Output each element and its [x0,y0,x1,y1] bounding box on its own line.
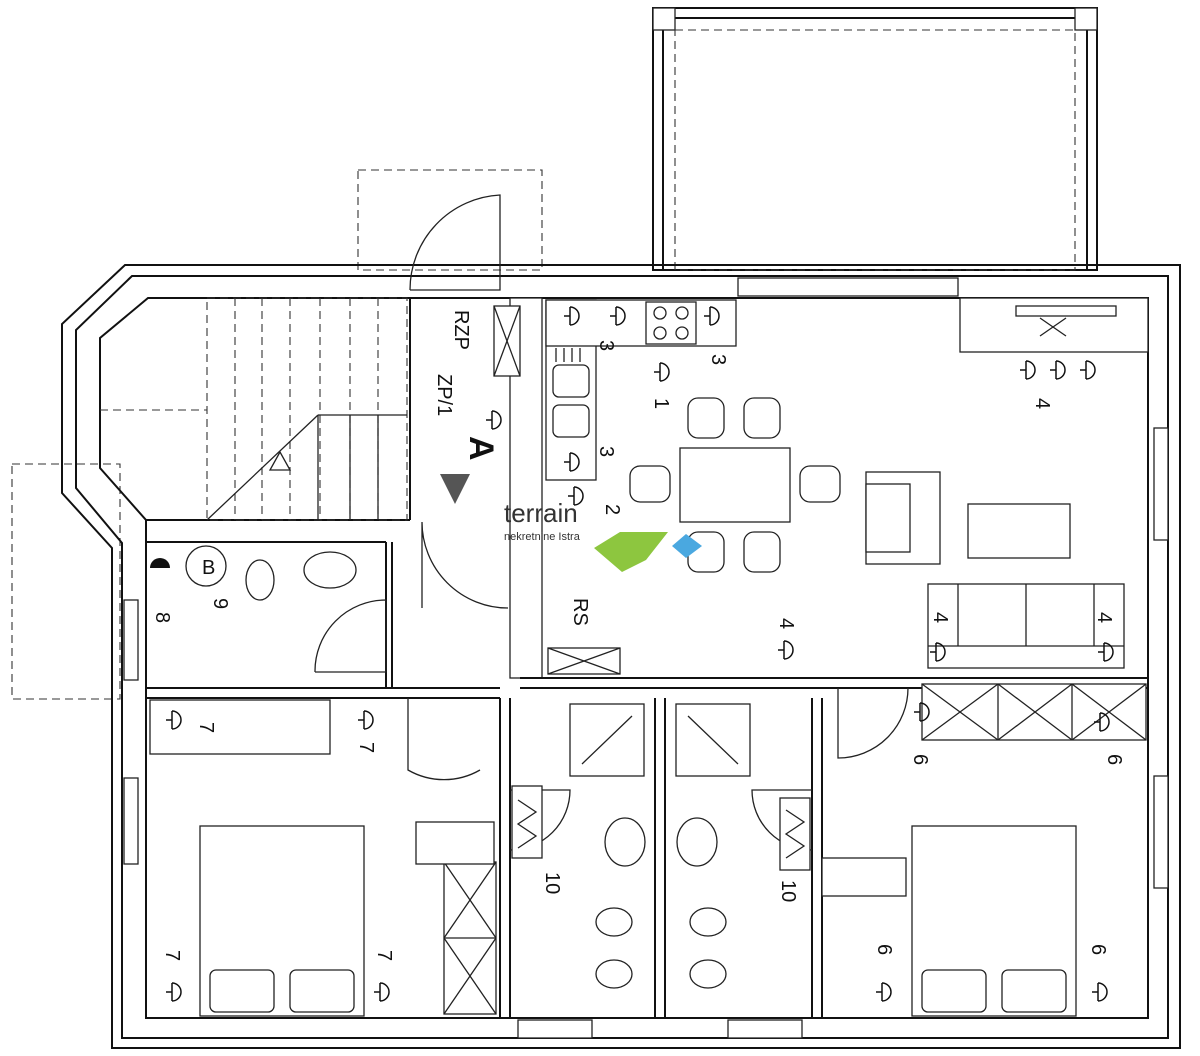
socket-icon [486,410,502,430]
socket-icon [930,642,946,662]
direction-marker [440,474,470,504]
label-7-d: 7 [373,950,395,961]
socket-icon [358,710,374,730]
label-7-b: 7 [355,742,377,753]
wardrobe-right [921,683,1147,741]
label-6-b: 6 [1103,754,1125,765]
switch-panel-right [821,857,907,897]
socket-icon [564,452,580,472]
room-labels: RZP ZP/1 A RS B 1 2 3 3 3 4 4 4 4 6 6 6 … [151,310,1125,961]
label-rs: RS [569,598,591,626]
label-2: 2 [601,504,623,515]
label-6-d: 6 [1087,944,1109,955]
label-zp: ZP/1 [433,374,455,416]
label-b: B [202,557,215,579]
bathroom-right [675,703,811,989]
socket-icon [166,710,182,730]
socket-icon [564,306,580,326]
socket-icon [1092,982,1108,1002]
bathroom-left [511,703,646,989]
label-8: 8 [151,612,173,623]
logo-green-mark [594,532,668,572]
label-9: 9 [209,598,231,609]
socket-icon [166,982,182,1002]
label-4-d: 4 [1093,612,1115,623]
socket-icon [1020,360,1036,380]
label-10-b: 10 [777,880,799,902]
entrance-porch [357,169,543,271]
label-10-a: 10 [541,872,563,894]
label-6-c: 6 [873,944,895,955]
label-1: 1 [650,398,672,409]
label-4-c: 4 [929,612,951,623]
socket-icon [610,306,626,326]
socket-icon [568,486,584,506]
socket-icon [778,640,794,660]
watermark: terrain nekretnine Istra [504,498,702,572]
label-4-a: 4 [1031,398,1053,409]
staircase [100,297,408,521]
label-3-c: 3 [595,446,617,457]
label-4-b: 4 [775,618,797,629]
label-3-a: 3 [595,340,617,351]
label-7-c: 7 [161,950,183,961]
watermark-tagline: nekretnine Istra [504,531,581,543]
living-area [865,305,1125,669]
socket-icon [1050,360,1066,380]
socket-icon [914,702,930,722]
socket-icon [374,982,390,1002]
bed-right [911,825,1077,1017]
socket-icon [1080,360,1096,380]
switch-panel-left [415,821,495,865]
label-3-b: 3 [707,354,729,365]
balcony [652,7,1098,271]
dining-set [629,397,841,573]
outer-walls [61,264,1181,1049]
wc [150,545,357,601]
windows [123,277,1169,1039]
bed-left [199,825,365,1017]
socket-icon [1098,642,1114,662]
label-rzp: RZP [450,310,472,350]
socket-icon [1094,712,1110,732]
watermark-brand: terrain [504,498,578,528]
socket-icon [876,982,892,1002]
label-7-a: 7 [195,722,217,733]
shafts [493,305,621,675]
socket-icon [704,306,720,326]
kitchen [545,299,737,481]
logo-blue-mark [672,534,702,558]
electrical-sockets [166,306,1114,1002]
label-a: A [462,436,500,461]
wardrobe-left [149,699,497,1015]
socket-icon [654,362,670,382]
left-terrace [11,463,121,700]
label-6-a: 6 [909,754,931,765]
